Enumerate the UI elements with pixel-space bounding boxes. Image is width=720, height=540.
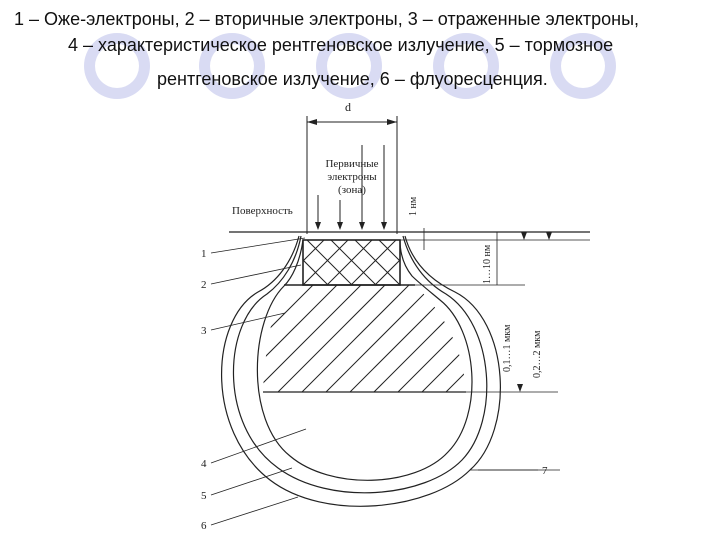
- depth-label-1nm: 1 нм: [408, 196, 419, 216]
- label-5: 5: [201, 490, 207, 502]
- cross-hatch-pattern: [303, 240, 400, 285]
- arrow-tick: [517, 384, 523, 392]
- decor-circle-inner: [210, 44, 254, 88]
- caption-line: 1 – Оже-электроны, 2 – вторичные электро…: [14, 9, 640, 29]
- depth-label-1-10nm: 1…10 нм: [482, 244, 493, 284]
- label-7: 7: [542, 465, 548, 477]
- background-decoration: [84, 33, 616, 99]
- decor-circle-inner: [95, 44, 139, 88]
- label-2: 2: [201, 279, 207, 291]
- arrow-tick: [546, 232, 552, 240]
- depth-label-01-1um: 0,1…1 мкм: [502, 324, 513, 372]
- d-label: d: [345, 100, 351, 114]
- bremsstrahlung-boundary: [232, 235, 488, 494]
- label-3: 3: [201, 325, 207, 337]
- d-arrow-left: [307, 119, 317, 125]
- fluorescence-outer-boundary: [221, 235, 501, 507]
- caption-line: рентгеновское излучение, 6 – флуоресценц…: [157, 69, 548, 89]
- label-1: 1: [201, 248, 207, 260]
- primary-electrons-label: (зона): [338, 184, 366, 196]
- primary-electrons-label: электроны: [327, 171, 377, 183]
- decor-circle-inner: [327, 44, 371, 88]
- depth-label-02-2um: 0,2…2 мкм: [532, 330, 543, 378]
- primary-electron-arrows: [317, 145, 385, 226]
- arrow-tick: [521, 232, 527, 240]
- label-4: 4: [201, 458, 207, 470]
- d-arrow-right: [387, 119, 397, 125]
- caption-line: 4 – характеристическое рентгеновское изл…: [68, 35, 614, 55]
- backscatter-hatch-pattern: [263, 285, 466, 392]
- primary-arrow-heads: [315, 222, 387, 230]
- surface-label: Поверхность: [232, 205, 293, 217]
- decor-circle-inner: [561, 44, 605, 88]
- leader-lines: [210, 237, 538, 526]
- label-6: 6: [201, 520, 207, 532]
- decor-circle-inner: [444, 44, 488, 88]
- characteristic-xray-boundary: [256, 239, 473, 481]
- primary-electrons-label: Первичные: [325, 158, 378, 170]
